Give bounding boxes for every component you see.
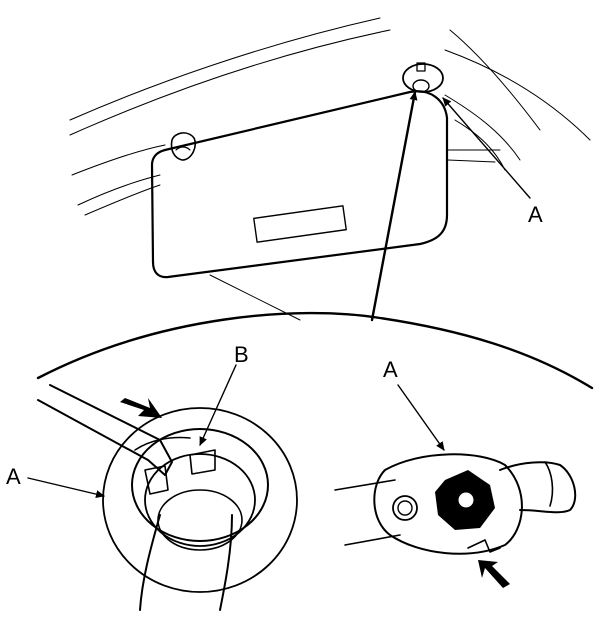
callout-a-left: A (6, 464, 21, 489)
callout-a-mid: A (383, 357, 398, 382)
right-detail-hinge (334, 453, 577, 555)
callout-a-top: A (528, 202, 543, 227)
push-arrow-right (478, 560, 510, 588)
hinge-tab (467, 539, 501, 553)
left-detail-clip (102, 407, 298, 611)
sun-visor (150, 90, 449, 279)
detail-reference-arrow (370, 90, 418, 322)
visor-hinge-clip (402, 62, 444, 93)
hinge-knob (435, 470, 495, 530)
callout-a-top-leader (442, 97, 531, 199)
callout-b-leader (199, 364, 237, 446)
callout-b: B (234, 342, 249, 367)
screwdriver (37, 384, 173, 476)
headliner-lines (69, 17, 591, 321)
push-arrow-left (120, 398, 162, 418)
callout-a-left-leader (27, 477, 105, 499)
detail-boundary-arc (36, 311, 594, 390)
callout-a-mid-leader (397, 384, 445, 451)
